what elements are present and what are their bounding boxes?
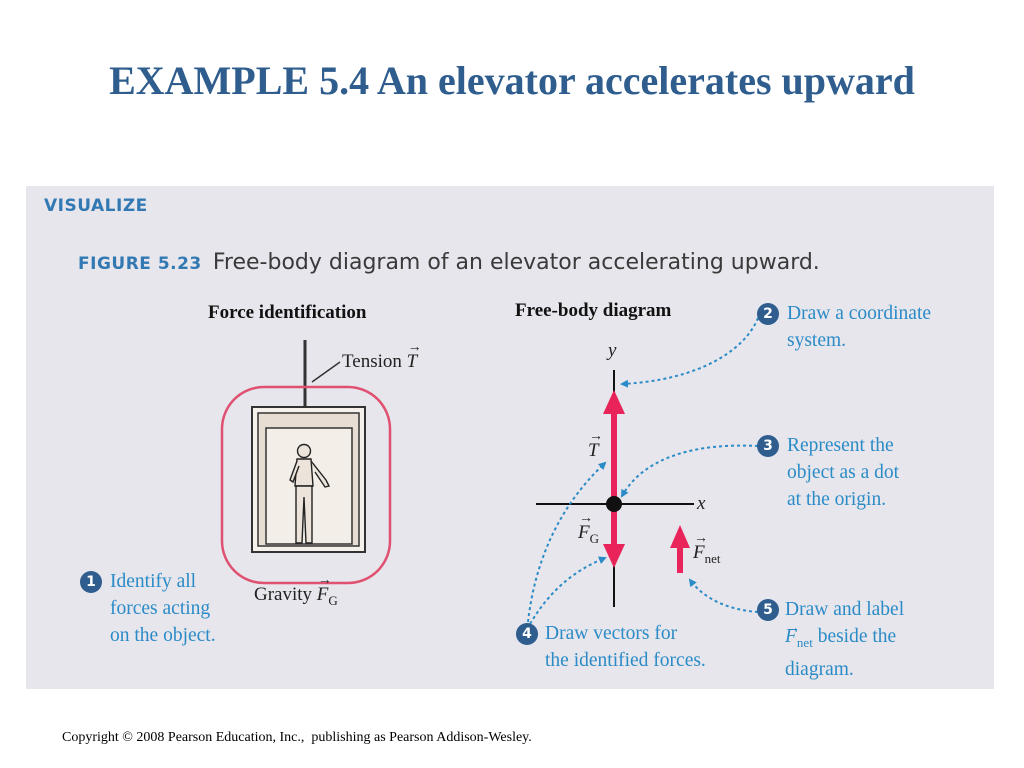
system-boundary-outline xyxy=(220,385,392,585)
gravity-symbol: →F xyxy=(316,573,332,605)
callout-arrow-step-5 xyxy=(688,578,759,613)
tension-label: Tension →T xyxy=(342,340,422,373)
step-3-note: Represent the object as a dot at the ori… xyxy=(787,435,900,510)
person-figure xyxy=(289,443,331,544)
callout-arrow-step-4-tension xyxy=(527,461,607,623)
net-force-vector-label: →Fnet xyxy=(693,531,721,566)
step-4-badge: 4 xyxy=(516,623,538,645)
vector-arrow-icon: → xyxy=(694,531,708,546)
vector-arrow-icon: → xyxy=(589,429,603,444)
tension-leader-line xyxy=(311,361,341,383)
gravity-vector-label: →FG xyxy=(578,511,599,546)
net-force-symbol: →F xyxy=(785,621,800,647)
y-axis-label: y xyxy=(608,340,617,361)
tension-symbol: →T xyxy=(406,340,422,372)
force-identification-heading: Force identification xyxy=(208,302,367,323)
figure-caption-text: Free-body diagram of an elevator acceler… xyxy=(212,250,820,275)
tension-label-text: Tension xyxy=(342,351,402,372)
step-1-badge: 1 xyxy=(80,571,102,593)
object-dot xyxy=(606,496,622,512)
callout-arrow-step-2 xyxy=(620,317,759,388)
step-1-note: Identify all forces acting on the object… xyxy=(110,571,216,646)
step-5-note: Draw and label →Fnet beside the diagram. xyxy=(785,599,905,680)
step-3-badge: 3 xyxy=(757,435,779,457)
free-body-diagram-heading: Free-body diagram xyxy=(515,300,672,321)
visualize-panel: VISUALIZE FIGURE 5.23 Free-body diagram … xyxy=(26,186,994,689)
tension-vector-label: →T xyxy=(588,429,603,461)
figure-number: FIGURE 5.23 xyxy=(78,254,202,274)
section-label: VISUALIZE xyxy=(44,196,148,216)
gravity-subscript: G xyxy=(328,592,338,608)
step-2-note: Draw a coordinate system. xyxy=(787,303,932,351)
slide-title: EXAMPLE 5.4 An elevator accelerates upwa… xyxy=(109,58,915,103)
callout-arrow-step-3 xyxy=(621,444,759,498)
figure-caption: FIGURE 5.23 Free-body diagram of an elev… xyxy=(78,250,820,275)
gravity-vector-head xyxy=(603,544,625,568)
vector-arrow-icon: → xyxy=(317,573,332,588)
gravity-label-text: Gravity xyxy=(254,584,313,605)
vector-arrow-icon: → xyxy=(579,511,593,526)
step-5-badge: 5 xyxy=(757,599,779,621)
gravity-label: Gravity →FG xyxy=(254,573,338,609)
vector-arrow-icon: → xyxy=(786,621,800,636)
net-force-vector-head xyxy=(670,525,690,548)
step-4-note: Draw vectors for the identified forces. xyxy=(545,623,706,671)
callout-arrow-step-4-gravity xyxy=(529,556,607,625)
step-2-badge: 2 xyxy=(757,303,779,325)
vector-arrow-icon: → xyxy=(407,340,422,355)
x-axis-label: x xyxy=(697,493,706,514)
tension-vector-head xyxy=(603,390,625,414)
copyright-footer: Copyright © 2008 Pearson Education, Inc.… xyxy=(62,730,532,745)
